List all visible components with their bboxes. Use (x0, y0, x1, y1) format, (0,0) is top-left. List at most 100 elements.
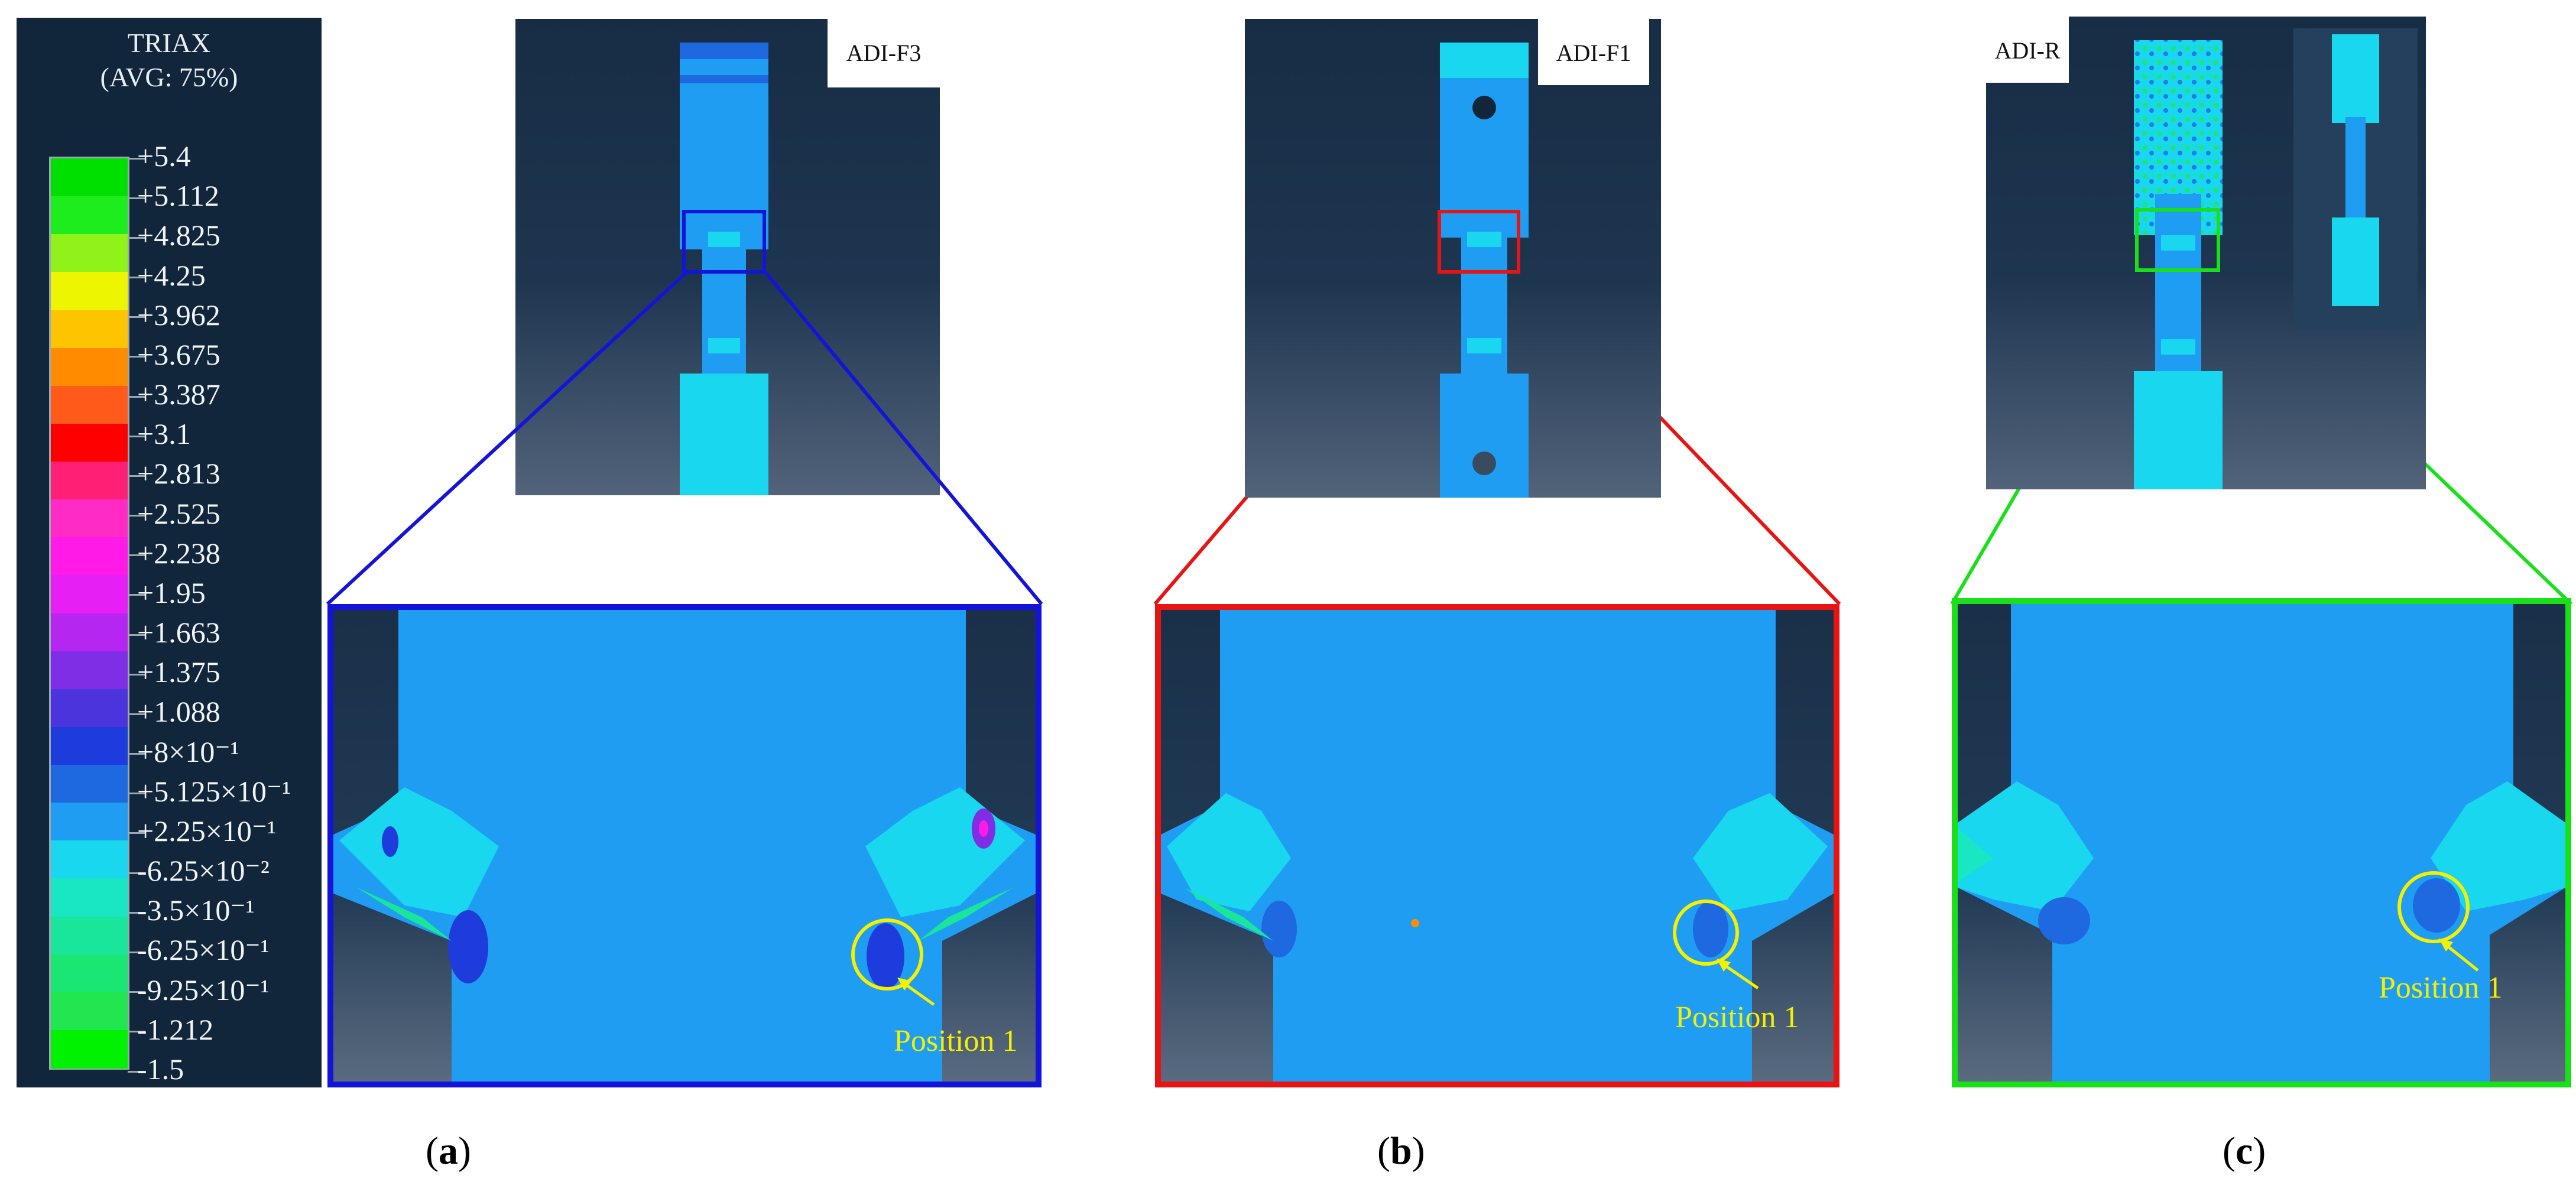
legend-swatch (51, 651, 128, 690)
zoom-view-adi-f1: Position 1 (1155, 604, 1839, 1087)
panel-tag: ADI-R (1986, 17, 2069, 83)
legend-label: +3.675 (137, 337, 220, 371)
legend-tick (128, 594, 145, 596)
legend-tick (128, 793, 145, 795)
legend-swatch (51, 916, 128, 955)
legend-label: +3.1 (137, 417, 191, 451)
caption-letter: b (1390, 1129, 1412, 1173)
legend-swatch (51, 310, 128, 349)
specimen-shape (2134, 28, 2418, 489)
legend-tick (128, 316, 145, 319)
legend-tick (128, 277, 145, 279)
legend-swatch (51, 878, 128, 917)
legend-label: +2.813 (137, 457, 220, 491)
legend-label: +2.525 (137, 496, 220, 530)
zoom-view-adi-r: Position 1 (1952, 598, 2571, 1087)
legend-title-line1: TRIAX (127, 28, 211, 58)
legend-title: TRIAX (AVG: 75%) (17, 26, 322, 95)
legend-color-scale (49, 157, 145, 1073)
zoom-region-marker (682, 210, 766, 274)
legend-swatch (51, 537, 128, 576)
legend-swatch (51, 462, 128, 501)
model-view-adi-f3: ADI-F3 (515, 19, 940, 495)
legend-tick (128, 554, 145, 557)
caption-letter: c (2235, 1129, 2253, 1173)
legend-tick (128, 673, 145, 676)
legend-label: +1.088 (137, 695, 220, 729)
legend-swatch (51, 1030, 128, 1069)
zoom-region-marker (2135, 208, 2220, 272)
legend-tick (128, 991, 145, 993)
legend-label: -6.25×10⁻¹ (137, 933, 270, 967)
legend-label: +3.962 (137, 298, 220, 332)
position-1-label: Position 1 (894, 1024, 1018, 1058)
legend-label: +1.375 (137, 655, 220, 689)
legend-swatch (51, 992, 128, 1031)
specimen-shape (1440, 43, 1529, 498)
zoom-field (1958, 604, 2565, 1082)
model-view-adi-f1: ADI-F1 (1245, 19, 1661, 498)
caption-c: (c) (2223, 1129, 2266, 1173)
caption-a: (a) (426, 1129, 471, 1173)
legend-swatch (51, 272, 128, 311)
position-1-arrow (2439, 939, 2479, 972)
legend-tick (128, 753, 145, 755)
legend-tick (128, 872, 145, 874)
panel-tag: ADI-F3 (828, 19, 940, 87)
triax-legend: TRIAX (AVG: 75%) +5.4 +5.112 +4.825 +4.25 +3… (17, 18, 322, 1087)
legend-label: -9.25×10⁻¹ (137, 973, 270, 1006)
legend-label: +5.112 (137, 179, 219, 213)
legend-tick (128, 475, 145, 477)
legend-label: +8×10⁻¹ (137, 735, 239, 768)
zoom-view-adi-f3: Position 1 (327, 604, 1042, 1087)
legend-swatch (51, 954, 128, 993)
legend-tick (128, 395, 145, 398)
legend-tick (128, 634, 145, 636)
legend-label: +4.25 (137, 258, 206, 292)
legend-label: +3.387 (137, 378, 220, 411)
legend-swatch (51, 234, 128, 273)
position-1-circle (2397, 871, 2470, 943)
panel-tag: ADI-F1 (1538, 19, 1649, 85)
legend-swatch (51, 803, 128, 842)
legend-swatch (51, 689, 128, 728)
legend-swatch (51, 575, 128, 614)
legend-swatch (51, 385, 128, 424)
legend-label: +5.4 (137, 139, 191, 173)
legend-tick (128, 435, 145, 437)
legend-tick (128, 1070, 145, 1073)
position-1-arrow (897, 978, 935, 1006)
legend-tick (128, 832, 145, 834)
position-1-label: Position 1 (2379, 971, 2503, 1005)
legend-swatch (51, 423, 128, 462)
legend-tick (128, 157, 145, 160)
position-1-label: Position 1 (1675, 1001, 1799, 1034)
legend-swatch (51, 348, 128, 387)
legend-label: +1.663 (137, 616, 220, 650)
legend-label: -1.212 (137, 1012, 214, 1046)
zoom-region-marker (1438, 210, 1520, 274)
legend-swatch (51, 840, 128, 879)
legend-label: +5.125×10⁻¹ (137, 774, 291, 808)
legend-swatch (51, 196, 128, 235)
legend-swatch (51, 726, 128, 765)
legend-label: +4.825 (137, 219, 220, 252)
legend-label: +2.25×10⁻¹ (137, 814, 277, 847)
specimen-shape (680, 43, 768, 495)
legend-label: -1.5 (137, 1053, 184, 1086)
model-view-adi-r: ADI-R (1986, 17, 2426, 489)
legend-label: -6.25×10⁻² (137, 854, 270, 888)
legend-label: +1.95 (137, 576, 206, 609)
legend-label: -3.5×10⁻¹ (137, 894, 255, 927)
legend-tick (128, 197, 145, 199)
legend-tick (128, 911, 145, 914)
legend-swatch (51, 765, 128, 804)
legend-swatch (51, 158, 128, 197)
legend-tick (128, 713, 145, 715)
position-1-circle (1673, 900, 1739, 966)
legend-tick (128, 236, 145, 239)
legend-tick (128, 356, 145, 358)
legend-tick (128, 951, 145, 953)
legend-label: +2.238 (137, 536, 220, 570)
legend-tick (128, 1031, 145, 1033)
